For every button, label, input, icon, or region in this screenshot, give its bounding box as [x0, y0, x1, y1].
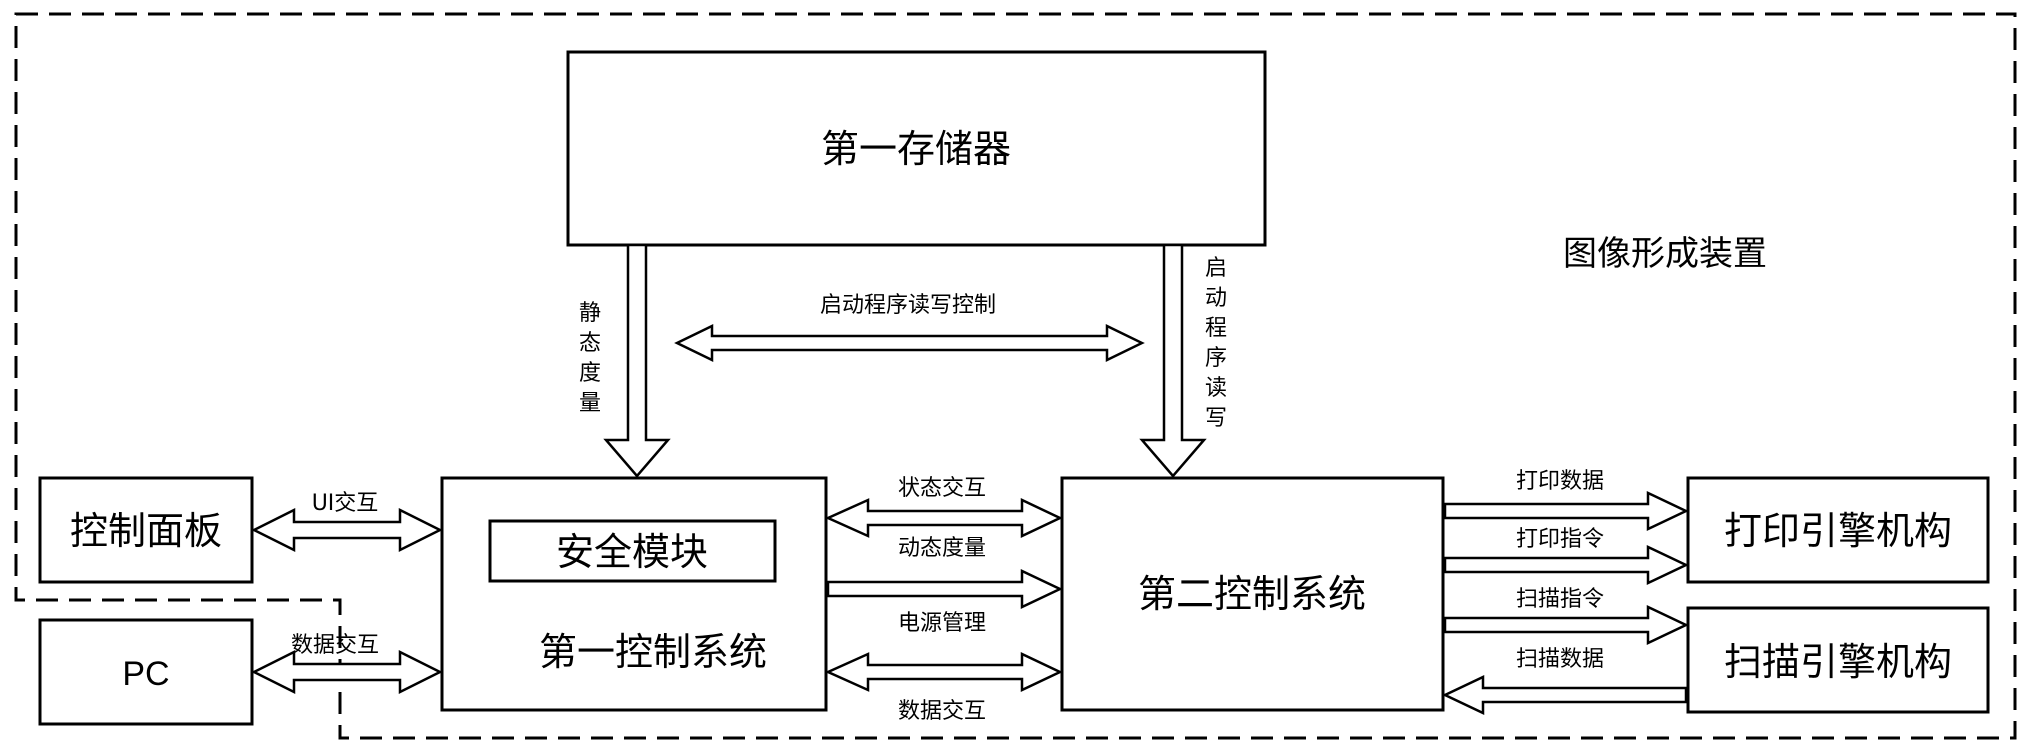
pc-data-interaction-arrow: [251, 649, 443, 695]
device-label: 图像形成装置: [1563, 234, 1767, 274]
second-control-system-block: 第二控制系统: [1060, 476, 1445, 712]
print-data-label: 打印数据: [1516, 469, 1604, 494]
pc-label: PC: [122, 655, 169, 693]
static-measure-label: 静 态 度 量: [579, 301, 601, 416]
boot-rw-control-label: 启动程序读写控制: [820, 293, 996, 318]
first-control-system-block: 安全模块 第一控制系统: [440, 476, 828, 712]
security-module-block: [488, 519, 777, 583]
svg-text:写: 写: [1205, 406, 1227, 431]
scan-command-arrow: [1443, 605, 1689, 645]
first-memory-block: 第一存储器: [566, 50, 1267, 247]
svg-text:读: 读: [1205, 376, 1227, 401]
second-control-system-label: 第二控制系统: [1138, 572, 1366, 616]
print-engine-label: 打印引擎机构: [1724, 509, 1952, 553]
dynamic-measure-label: 动态度量: [898, 536, 986, 561]
first-memory-label: 第一存储器: [821, 127, 1011, 171]
svg-text:静: 静: [579, 301, 601, 326]
svg-text:启: 启: [1205, 256, 1227, 281]
scan-engine-label: 扫描引擎机构: [1724, 640, 1952, 684]
security-module-label: 安全模块: [556, 530, 708, 574]
data-interaction-arrow: [824, 652, 1063, 692]
svg-text:序: 序: [1205, 346, 1227, 371]
boot-rw-control-arrow: [674, 324, 1145, 362]
svg-text:动: 动: [1205, 286, 1227, 311]
ui-interaction-arrow: [251, 507, 443, 553]
svg-text:程: 程: [1205, 316, 1227, 341]
control-panel-block: 控制面板: [38, 476, 254, 584]
pc-block: PC: [38, 618, 254, 726]
print-command-label: 打印指令: [1516, 527, 1604, 552]
first-control-system-label: 第一控制系统: [539, 630, 767, 674]
svg-text:态: 态: [579, 331, 601, 356]
svg-text:量: 量: [579, 391, 601, 416]
static-measure-arrow: [603, 243, 671, 478]
print-engine-block: 打印引擎机构: [1686, 476, 1990, 584]
scan-engine-block: 扫描引擎机构: [1686, 606, 1990, 714]
print-command-arrow: [1443, 545, 1689, 585]
print-data-arrow: [1443, 491, 1689, 531]
status-interaction-label: 状态交互: [898, 476, 986, 501]
control-panel-label: 控制面板: [70, 509, 222, 553]
svg-text:度: 度: [579, 361, 601, 386]
scan-command-label: 扫描指令: [1516, 587, 1604, 612]
boot-program-rw-arrow: [1139, 243, 1207, 478]
device-boundary: [14, 12, 2017, 740]
pc-data-interaction-label: 数据交互: [291, 633, 379, 658]
status-interaction-arrow: [824, 498, 1063, 538]
scan-data-label: 扫描数据: [1516, 647, 1604, 672]
power-management-arrow: [826, 569, 1063, 609]
ui-interaction-label: UI交互: [312, 491, 379, 516]
scan-data-arrow: [1442, 675, 1688, 715]
data-interaction-label: 数据交互: [898, 699, 986, 724]
boot-program-rw-label: 启 动 程 序 读 写: [1205, 256, 1227, 431]
power-management-label: 电源管理: [898, 611, 986, 636]
